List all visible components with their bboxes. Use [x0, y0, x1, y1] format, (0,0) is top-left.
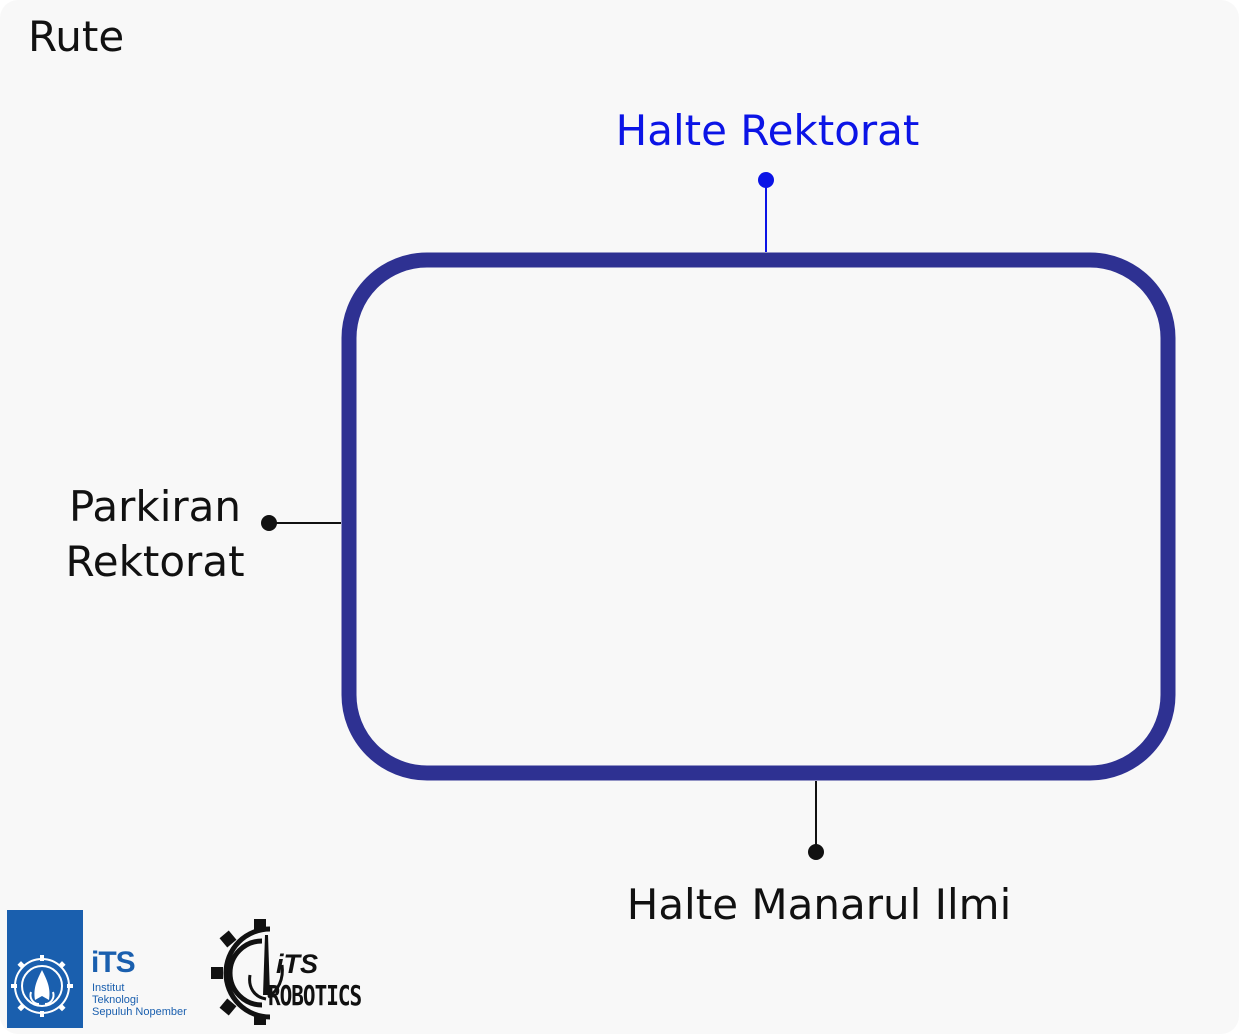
stop-marker-halte-manarul-ilmi[interactable] [808, 781, 824, 860]
stop-marker-halte-rektorat[interactable] [758, 172, 774, 252]
panel-title: Rute [28, 12, 125, 61]
robotics-its-wordmark: iTS [276, 949, 319, 979]
its-emblem-icon [7, 910, 83, 1028]
stop-label-line: Rektorat [65, 536, 245, 586]
its-wordmark: iTS [91, 946, 136, 979]
stop-label-halte-rektorat[interactable]: Halte Rektorat [615, 106, 920, 155]
stop-label-line: Parkiran [68, 482, 242, 531]
stop-label-parkiran-rektorat[interactable]: Parkiran Rektorat [40, 480, 270, 589]
its-logo: iTS Institut Teknologi Sepuluh Nopember [7, 910, 202, 1028]
stop-marker-parkiran-rektorat[interactable] [261, 515, 341, 531]
its-subtext-line: Teknologi [92, 994, 139, 1006]
route-loop [341, 252, 1176, 781]
its-subtext: Institut Teknologi Sepuluh Nopember [92, 982, 187, 1018]
its-subtext-line: Sepuluh Nopember [92, 1006, 187, 1018]
its-subtext-line: Institut [92, 982, 125, 994]
robotics-wordmark: ROBOTICS [268, 980, 362, 1012]
stop-label-halte-manarul-ilmi[interactable]: Halte Manarul Ilmi [626, 880, 1012, 929]
its-robotics-logo: iTS ROBOTICS [210, 915, 362, 1027]
gear-icon [211, 919, 284, 1025]
